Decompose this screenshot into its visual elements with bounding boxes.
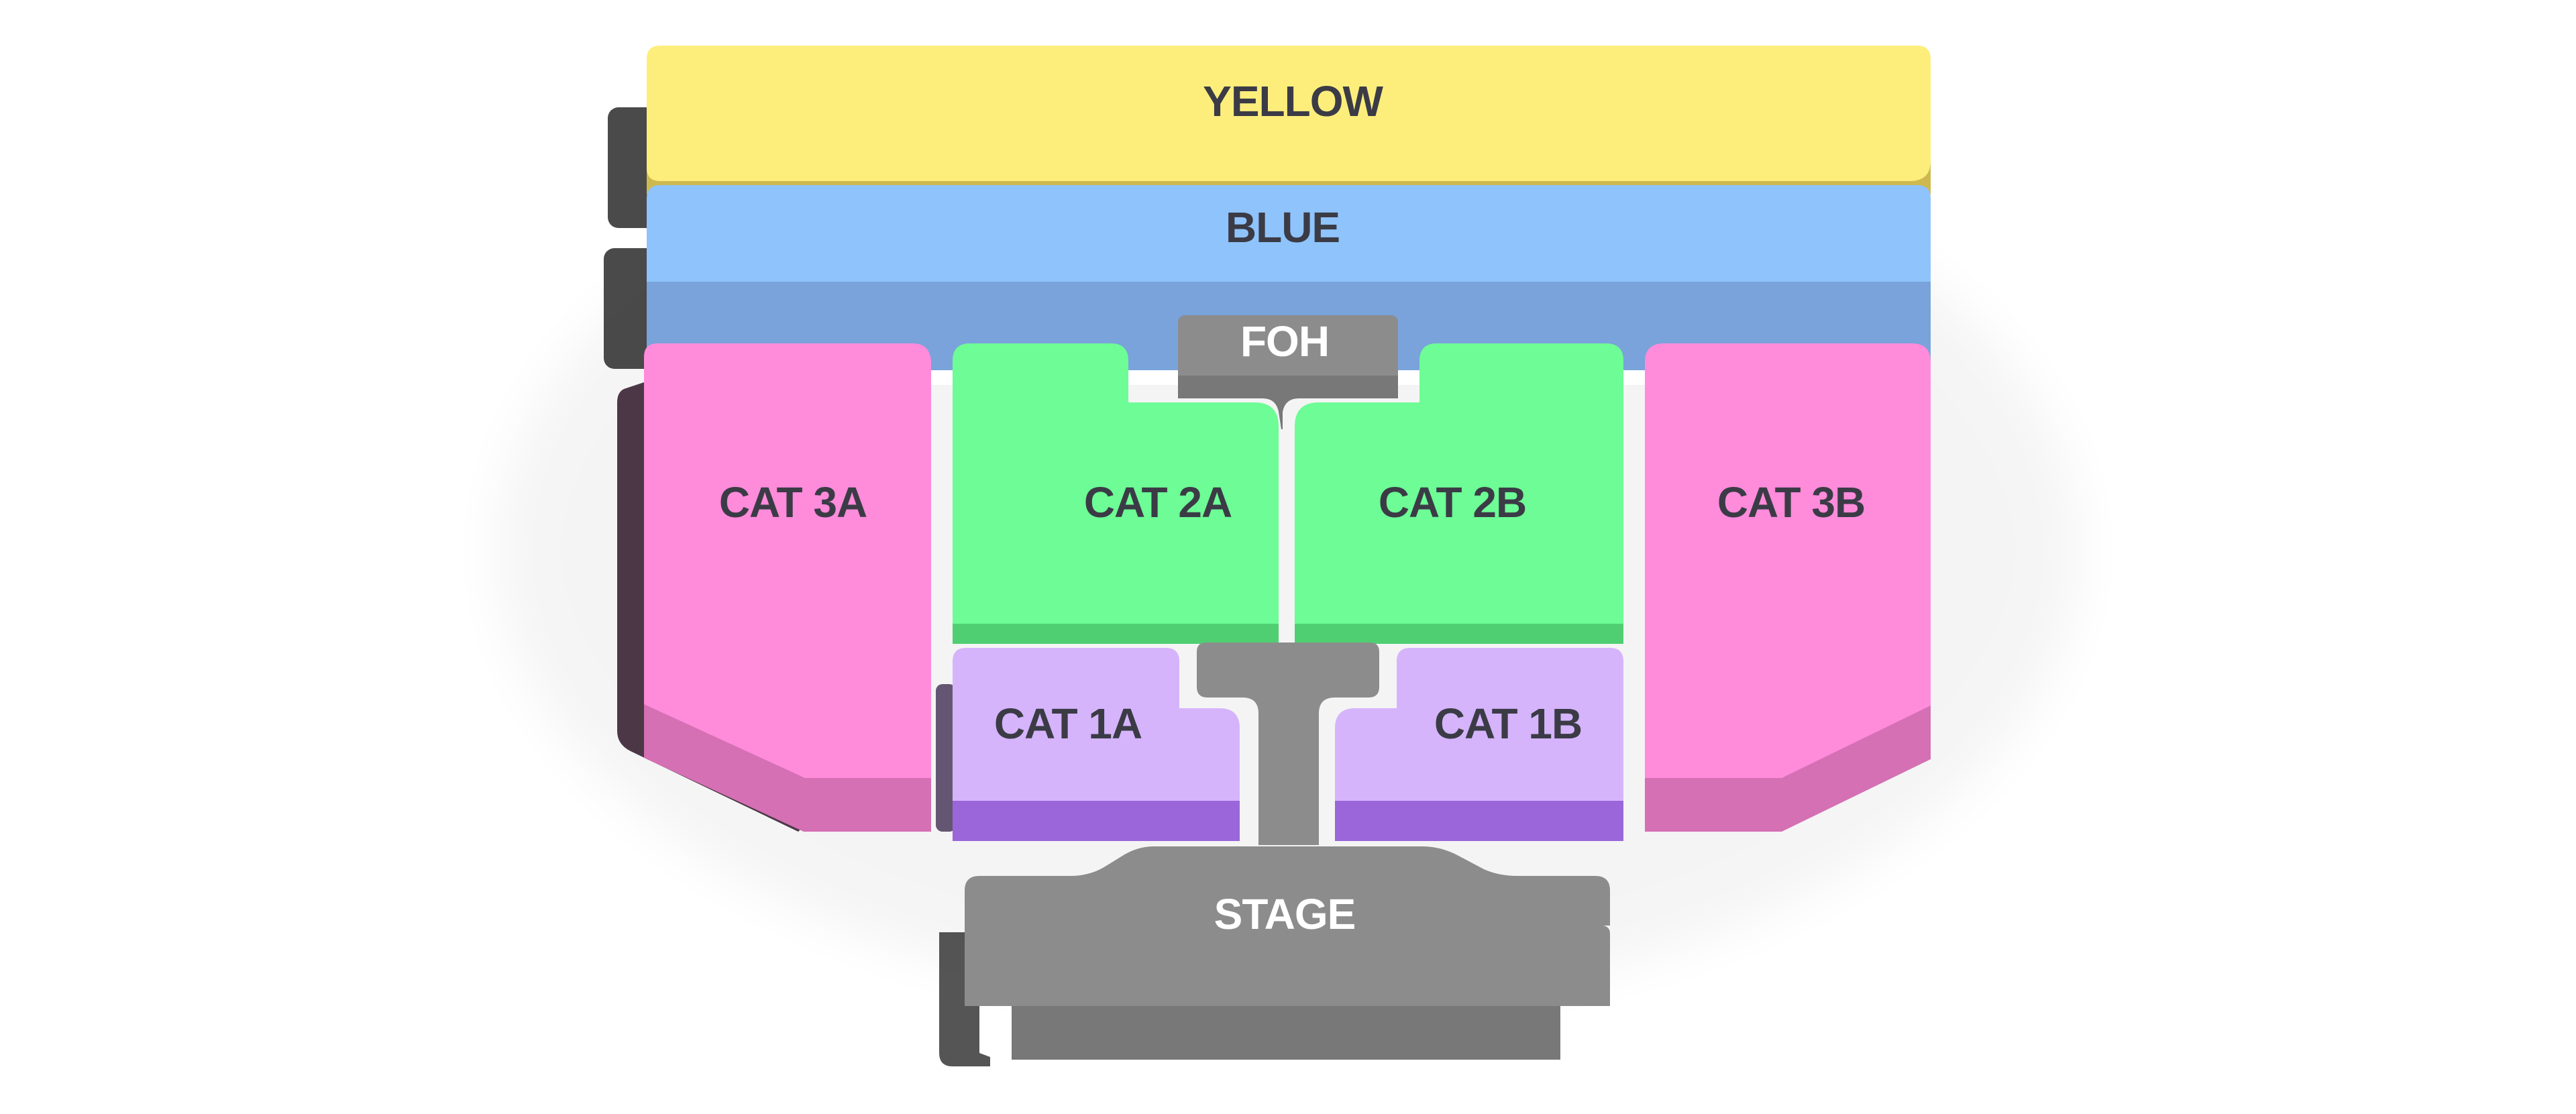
section-cat-1b-top bbox=[1335, 648, 1623, 801]
section-cat-2b-label: CAT 2B bbox=[1379, 478, 1526, 526]
section-cat-3a-shadow bbox=[617, 382, 805, 832]
stage[interactable]: STAGE bbox=[939, 643, 1610, 1066]
section-cat-2b[interactable]: CAT 2B bbox=[1295, 343, 1623, 644]
section-cat-1b-label: CAT 1B bbox=[1434, 700, 1582, 748]
section-foh-top bbox=[1178, 315, 1398, 376]
section-foh-side bbox=[1178, 376, 1398, 429]
section-cat-3b[interactable]: CAT 3B bbox=[1645, 343, 1931, 832]
section-cat-3a-top bbox=[644, 343, 931, 778]
section-cat-2a-label: CAT 2A bbox=[1084, 478, 1232, 526]
section-cat-3b-label: CAT 3B bbox=[1717, 478, 1865, 526]
section-foh-label: FOH bbox=[1240, 317, 1329, 366]
section-cat-1a-side bbox=[953, 798, 1240, 841]
section-cat-1b-side bbox=[1335, 798, 1623, 841]
section-blue-label: BLUE bbox=[1226, 203, 1340, 252]
section-blue-top bbox=[647, 185, 1931, 282]
section-cat-3b-side bbox=[1645, 698, 1931, 832]
section-cat-2a-top bbox=[953, 343, 1279, 624]
section-cat-1a-shadow bbox=[936, 684, 956, 832]
stage-side bbox=[1012, 1006, 1560, 1060]
stage-front bbox=[1012, 939, 1560, 1006]
stage-label: STAGE bbox=[1214, 890, 1356, 938]
section-cat-1a-top bbox=[953, 648, 1240, 801]
section-cat-3b-top bbox=[1645, 343, 1931, 778]
section-foh[interactable]: FOH bbox=[1178, 315, 1398, 429]
section-yellow-label: YELLOW bbox=[1203, 77, 1383, 125]
section-cat-3a[interactable]: CAT 3A bbox=[617, 343, 931, 832]
section-cat-1a[interactable]: CAT 1A bbox=[936, 648, 1240, 841]
section-cat-3a-side bbox=[644, 698, 931, 832]
section-cat-1a-label: CAT 1A bbox=[994, 700, 1142, 748]
section-yellow-top bbox=[647, 46, 1931, 181]
section-cat-2a[interactable]: CAT 2A bbox=[953, 343, 1279, 644]
section-cat-1b[interactable]: CAT 1B bbox=[1335, 648, 1623, 841]
stage-top bbox=[965, 846, 1610, 1006]
stage-runway-top bbox=[1197, 643, 1379, 845]
section-cat-2b-top bbox=[1295, 343, 1623, 624]
section-cat-3a-label: CAT 3A bbox=[719, 478, 867, 526]
